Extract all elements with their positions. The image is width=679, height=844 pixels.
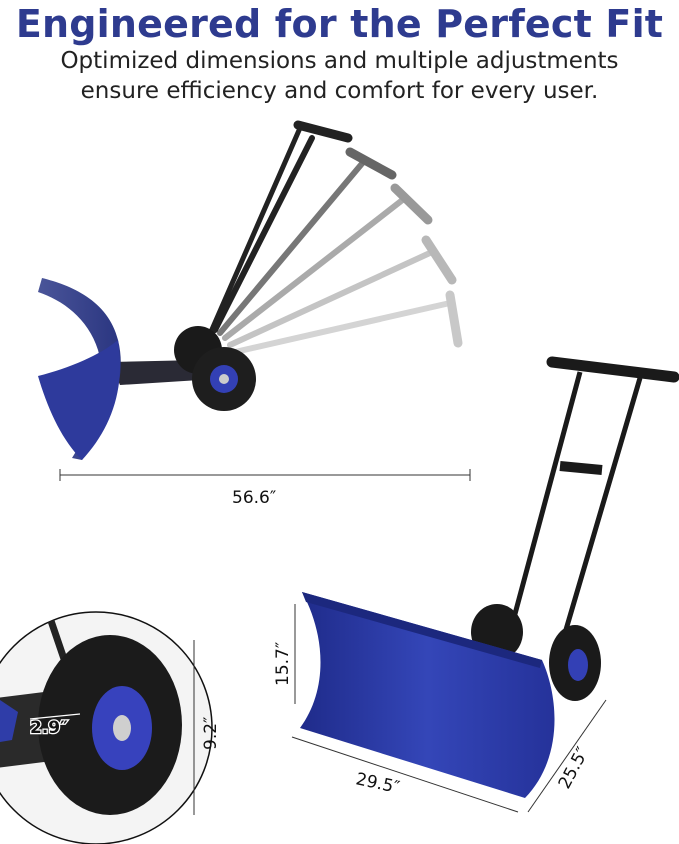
wheel-width-label: 2.9″: [30, 718, 68, 738]
length-label: 56.6″: [232, 488, 276, 508]
subtitle-line-2: ensure efficiency and comfort for every …: [80, 78, 599, 104]
wheel-closeup-icon: 2.9″ 9.2″: [0, 611, 221, 844]
front-view-shovel-icon: [300, 356, 679, 798]
blade-height-label: 15.7″: [273, 642, 293, 686]
length-dimension: 56.6″: [59, 469, 471, 508]
side-view-shovel-icon: [38, 120, 463, 460]
wheel-diameter-label: 9.2″: [201, 717, 221, 750]
headline: Engineered for the Perfect Fit: [15, 2, 664, 46]
blade-width-label: 29.5″: [354, 769, 401, 798]
depth-label: 25.5″: [555, 744, 593, 792]
subtitle-line-1: Optimized dimensions and multiple adjust…: [60, 48, 619, 74]
